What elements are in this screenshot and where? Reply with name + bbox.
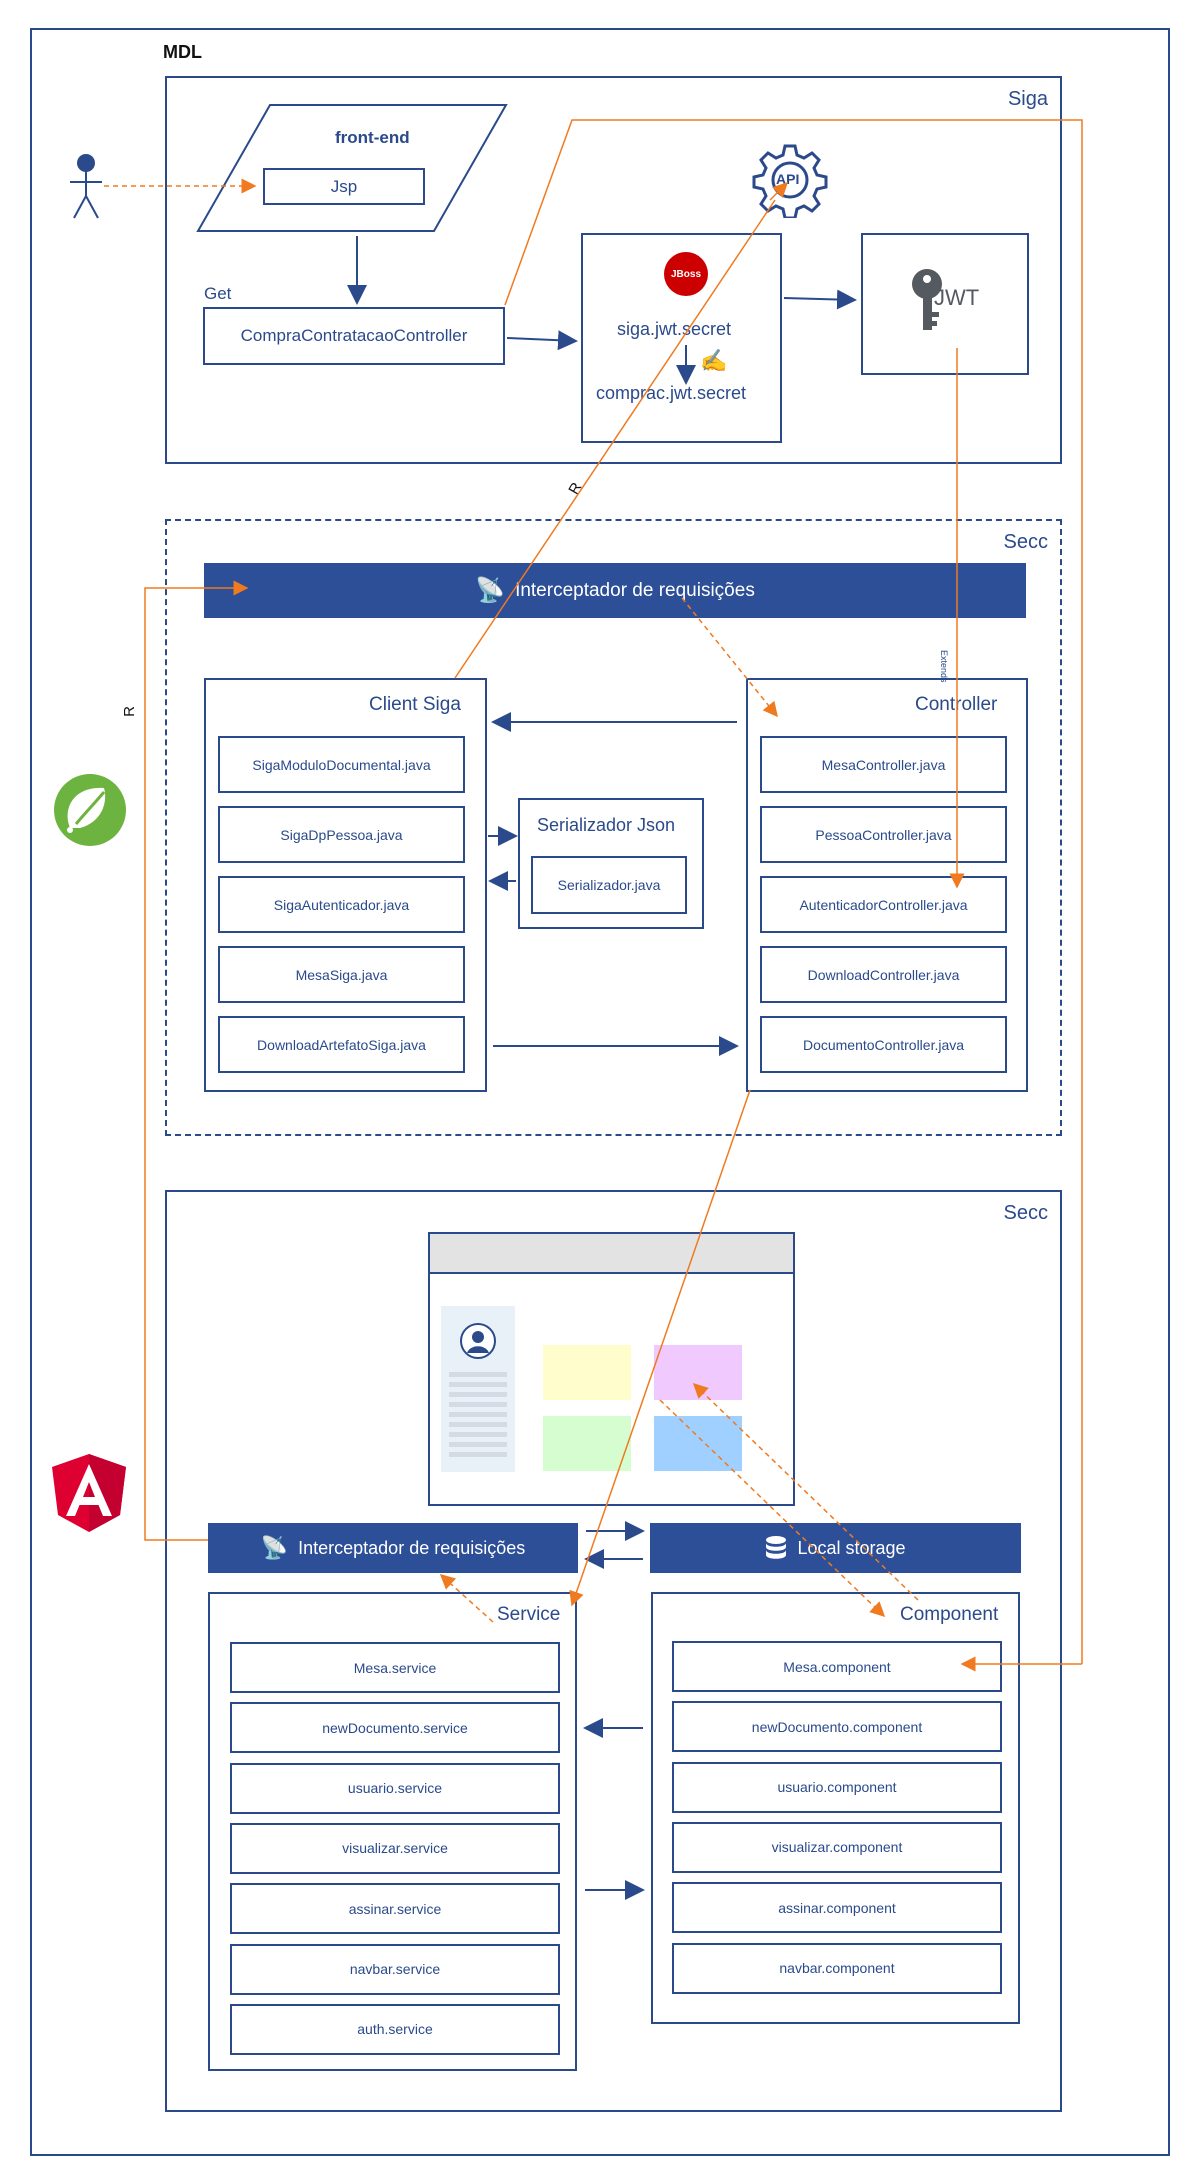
service-item[interactable]: navbar.service bbox=[230, 1943, 560, 1995]
spring-logo-icon bbox=[54, 774, 126, 846]
component-item[interactable]: usuario.component bbox=[672, 1761, 1002, 1813]
secc-frontend-title: Secc bbox=[1003, 1202, 1048, 1224]
local-storage-label: Local storage bbox=[797, 1537, 906, 1558]
service-item[interactable]: assinar.service bbox=[230, 1883, 560, 1935]
backend-interceptor-label: Interceptador de requisições bbox=[515, 579, 755, 601]
jsp-box[interactable]: Jsp bbox=[263, 168, 425, 205]
antenna-icon: 📡 bbox=[260, 1535, 289, 1560]
controller-item[interactable]: AutenticadorController.java bbox=[760, 876, 1007, 933]
api-label: API bbox=[776, 171, 800, 187]
service-item[interactable]: usuario.service bbox=[230, 1762, 560, 1814]
mockup-line bbox=[449, 1452, 507, 1457]
antenna-icon: 📡 bbox=[475, 577, 506, 604]
frontend-label: front-end bbox=[335, 128, 410, 147]
service-frame bbox=[208, 1592, 577, 2071]
get-label: Get bbox=[204, 284, 232, 303]
angular-logo-icon bbox=[52, 1454, 126, 1532]
jboss-icon: JBoss bbox=[664, 252, 708, 296]
siga-title: Siga bbox=[1007, 88, 1048, 110]
client-siga-item[interactable]: SigaModuloDocumental.java bbox=[218, 736, 465, 793]
mockup-line bbox=[449, 1422, 507, 1427]
controller-item[interactable]: DocumentoController.java bbox=[760, 1016, 1007, 1073]
mockup-line bbox=[449, 1372, 507, 1377]
siga-secret-label: siga.jwt.secret bbox=[617, 319, 732, 339]
database-icon bbox=[766, 1536, 787, 1559]
component-item[interactable]: Mesa.component bbox=[672, 1641, 1002, 1692]
client-siga-item[interactable]: DownloadArtefatoSiga.java bbox=[218, 1016, 465, 1073]
service-item[interactable]: visualizar.service bbox=[230, 1822, 560, 1874]
mdl-title: MDL bbox=[163, 42, 202, 62]
frontend-interceptor-bar[interactable]: 📡 Interceptador de requisições bbox=[208, 1523, 578, 1573]
backend-interceptor-bar[interactable]: 📡 Interceptador de requisições bbox=[204, 563, 1026, 618]
extends-label: Extends bbox=[939, 650, 949, 683]
controller-item[interactable]: PessoaController.java bbox=[760, 806, 1007, 863]
component-item[interactable]: newDocumento.component bbox=[672, 1701, 1002, 1753]
mockup-card-purple bbox=[654, 1345, 742, 1400]
signature-pen-icon: ✍ bbox=[700, 348, 728, 373]
client-siga-title: Client Siga bbox=[369, 694, 461, 715]
client-siga-item[interactable]: SigaAutenticador.java bbox=[218, 876, 465, 933]
mdl-frame bbox=[30, 28, 1170, 2156]
secc-backend-title: Secc bbox=[1003, 531, 1048, 553]
mockup-card-yellow bbox=[543, 1345, 631, 1400]
local-storage-bar[interactable]: Local storage bbox=[650, 1523, 1021, 1573]
client-siga-item[interactable]: MesaSiga.java bbox=[218, 946, 465, 1003]
component-item[interactable]: visualizar.component bbox=[672, 1821, 1002, 1873]
serializer-title: Serializador Json bbox=[537, 815, 676, 835]
compra-controller-box[interactable]: CompraContratacaoController bbox=[203, 307, 505, 365]
comprac-secret-label: comprac.jwt.secret bbox=[596, 383, 747, 403]
service-item[interactable]: Mesa.service bbox=[230, 1642, 560, 1693]
client-siga-item[interactable]: SigaDpPessoa.java bbox=[218, 806, 465, 863]
jboss-badge-text: JBoss bbox=[670, 268, 701, 280]
service-item[interactable]: newDocumento.service bbox=[230, 1702, 560, 1754]
user-actor-icon bbox=[70, 154, 102, 219]
service-item[interactable]: auth.service bbox=[230, 2003, 560, 2055]
controller-title: Controller bbox=[915, 694, 998, 715]
jwt-label: JWT bbox=[934, 285, 980, 310]
component-item[interactable]: navbar.component bbox=[672, 1942, 1002, 1994]
mockup-card-green bbox=[543, 1416, 631, 1471]
frontend-interceptor-label: Interceptador de requisições bbox=[298, 1537, 526, 1558]
avatar-icon bbox=[460, 1323, 496, 1359]
serializer-item[interactable]: Serializador.java bbox=[531, 856, 687, 914]
r-label-left: R bbox=[120, 706, 138, 717]
mockup-line bbox=[449, 1392, 507, 1397]
controller-item[interactable]: DownloadController.java bbox=[760, 946, 1007, 1003]
mockup-line bbox=[449, 1442, 507, 1447]
controller-item[interactable]: MesaController.java bbox=[760, 736, 1007, 793]
mockup-line bbox=[449, 1382, 507, 1387]
mockup-line bbox=[449, 1402, 507, 1407]
mockup-card-blue bbox=[654, 1416, 742, 1471]
component-title: Component bbox=[900, 1604, 999, 1625]
mockup-line bbox=[449, 1412, 507, 1417]
mockup-titlebar bbox=[430, 1234, 793, 1274]
mockup-line bbox=[449, 1432, 507, 1437]
component-item[interactable]: assinar.component bbox=[672, 1882, 1002, 1934]
service-title: Service bbox=[497, 1604, 561, 1625]
